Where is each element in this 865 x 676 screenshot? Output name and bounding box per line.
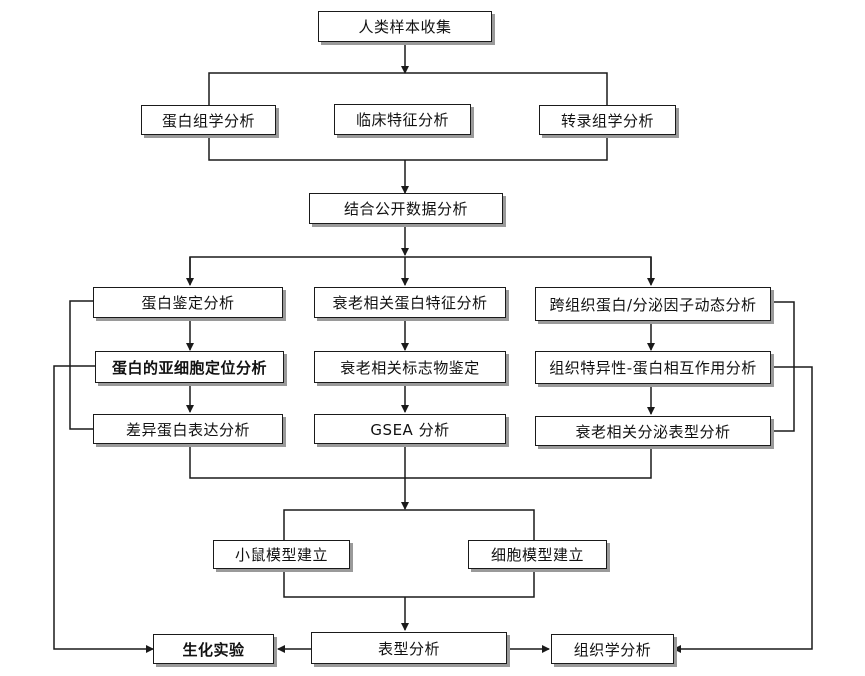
node-histology: 组织学分析 <box>551 634 674 664</box>
branch-line-models <box>283 509 535 540</box>
node-aging-protein: 衰老相关蛋白特征分析 <box>314 287 506 318</box>
node-tissue-specific: 组织特异性-蛋白相互作用分析 <box>535 351 771 384</box>
node-public-data: 结合公开数据分析 <box>309 193 503 224</box>
merge-line-top <box>208 135 608 161</box>
node-label: 衰老相关蛋白特征分析 <box>332 294 488 312</box>
node-label: 差异蛋白表达分析 <box>125 420 250 439</box>
node-label: 蛋白组学分析 <box>161 111 255 130</box>
node-label: 蛋白鉴定分析 <box>141 294 235 312</box>
node-secretory: 衰老相关分泌表型分析 <box>535 416 771 446</box>
node-biochem: 生化实验 <box>153 634 274 664</box>
node-label: 结合公开数据分析 <box>343 200 468 218</box>
node-phenotype: 表型分析 <box>311 632 507 664</box>
branch-line-top <box>208 72 608 105</box>
node-label: 组织特异性-蛋白相互作用分析 <box>549 359 757 377</box>
bracket-left <box>69 300 93 430</box>
branch-line-mid <box>189 256 652 284</box>
node-label: 临床特征分析 <box>355 111 449 129</box>
node-label: 表型分析 <box>377 639 440 658</box>
node-protein-id: 蛋白鉴定分析 <box>93 287 283 318</box>
node-label: 细胞模型建立 <box>490 546 584 564</box>
node-gsea: GSEA 分析 <box>314 414 506 444</box>
feedback-line-left <box>53 365 154 653</box>
node-diff-expr: 差异蛋白表达分析 <box>93 414 283 444</box>
node-label: 生化实验 <box>182 640 245 659</box>
node-transcriptomics: 转录组学分析 <box>539 105 676 135</box>
node-cell-model: 细胞模型建立 <box>468 540 607 569</box>
node-mouse-model: 小鼠模型建立 <box>213 540 350 569</box>
node-subcellular: 蛋白的亚细胞定位分析 <box>95 351 284 383</box>
node-label: 小鼠模型建立 <box>234 546 328 564</box>
node-label: 衰老相关分泌表型分析 <box>575 422 731 441</box>
node-clinical: 临床特征分析 <box>334 104 471 135</box>
feedback-line-right <box>673 366 813 653</box>
merge-line-models <box>283 569 535 598</box>
node-sample-collection: 人类样本收集 <box>318 11 492 42</box>
node-cross-tissue: 跨组织蛋白/分泌因子动态分析 <box>535 287 771 321</box>
node-label: 人类样本收集 <box>358 18 452 36</box>
node-label: 转录组学分析 <box>560 111 654 130</box>
node-label: GSEA 分析 <box>370 420 450 439</box>
node-aging-marker: 衰老相关标志物鉴定 <box>314 351 506 383</box>
node-label: 蛋白的亚细胞定位分析 <box>111 358 267 377</box>
node-label: 衰老相关标志物鉴定 <box>340 358 480 377</box>
merge-line-mid <box>189 444 652 479</box>
node-label: 组织学分析 <box>573 640 652 659</box>
node-label: 跨组织蛋白/分泌因子动态分析 <box>549 295 757 314</box>
node-proteomics: 蛋白组学分析 <box>141 105 276 135</box>
